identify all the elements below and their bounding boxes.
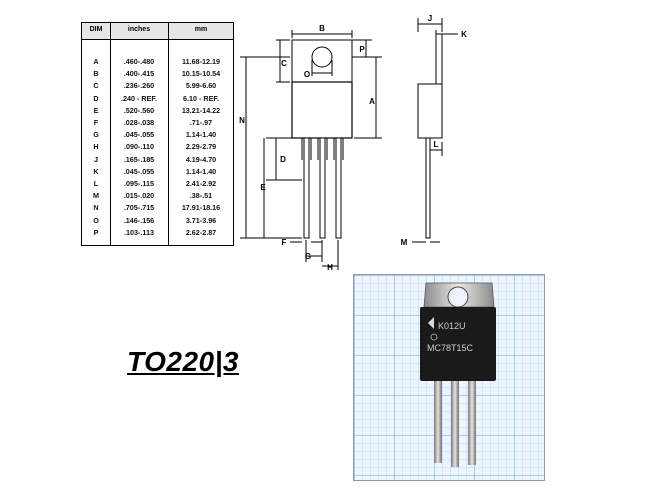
lead-3 [335,137,342,239]
table-cell-inches: .236-.260 [123,81,155,91]
component-photo: K012U MC78T15C [353,274,545,481]
package-drawing: B P C O A N D E F G H J K L M [239,14,467,270]
table-cell-dim: C [93,81,99,91]
photo-illustration: K012U MC78T15C [354,275,544,480]
table-cell-dim: L [93,179,99,188]
table-cell-dim: G [93,130,99,140]
table-cell-inches: .400-.415 [123,69,155,79]
label-e: E [260,183,266,192]
table-divider [110,23,111,245]
label-k: K [461,30,467,39]
label-b: B [319,24,325,33]
table-cell-dim: D [93,93,99,103]
table-cell-mm: 1.14-1.40 [185,166,217,176]
table-cell-dim: B [93,69,99,79]
table-cell-dim: P [93,227,99,237]
label-j: J [428,14,432,23]
photo-body [420,307,496,381]
header-dim: DIM [89,26,103,33]
table-cell-mm: 6.10 - REF. [183,93,219,103]
label-a: A [369,97,375,106]
photo-marking-2: MC78T15C [427,343,474,353]
table-cell-mm: .71-.97 [189,118,213,127]
table-header [82,23,233,40]
header-mm: mm [194,26,208,33]
label-h: H [327,263,333,270]
table-cell-inches: .460-.480 [123,57,155,66]
lead-2 [319,137,326,239]
table-cell-dim: O [93,215,99,225]
side-view-body [417,83,443,139]
table-cell-mm: 13.21-14.22 [181,105,221,115]
table-cell-mm: 5.99-6.60 [185,81,217,91]
table-cell-mm: 3.71-3.96 [185,215,217,225]
table-cell-mm: 11.68-12.19 [182,57,220,66]
table-cell-dim: E [93,105,99,115]
table-cell-inches: .045-.055 [123,166,155,176]
package-body [291,81,353,139]
table-cell-dim: J [94,154,98,164]
table-cell-inches: .103-.113 [124,227,154,237]
header-inches: inches [127,26,151,33]
side-view-tab [435,33,443,87]
mounting-hole [311,46,333,68]
table-cell-inches: .095-.115 [124,179,154,188]
brand-logo-icon [428,317,434,329]
table-cell-dim: M [93,191,99,201]
table-cell-inches: .045-.055 [123,130,155,140]
table-cell-dim: A [93,57,99,66]
table-cell-inches: .165-.185 [123,154,155,164]
table-cell-mm: 1.14-1.40 [185,130,217,140]
photo-lead-2 [451,379,459,467]
table-cell-inches: .240 - REF. [121,93,157,103]
label-c: C [281,59,287,68]
label-g: G [305,252,311,261]
table-cell-dim: H [93,142,99,152]
table-cell-mm: 4.19-4.70 [185,154,217,164]
table-cell-dim: K [93,166,99,176]
label-p: P [359,45,365,54]
table-cell-inches: .705-.715 [123,203,155,213]
label-d: D [280,155,286,164]
table-divider [168,23,169,245]
table-cell-inches: .520-.560 [123,105,155,115]
label-m: M [401,238,408,247]
label-n: N [239,116,245,125]
table-cell-inches: .028-.038 [123,118,155,127]
table-cell-mm: 2.41-2.92 [185,179,217,188]
table-cell-mm: 17.91-18.16 [181,203,221,213]
label-f: F [282,238,287,247]
package-title: TO220|3 [127,346,239,377]
table-cell-inches: .015-.020 [123,191,155,201]
table-cell-mm: 10.15-10.54 [181,69,221,79]
label-l: L [434,140,439,149]
side-view-lead [425,137,431,239]
lead-1 [303,137,310,239]
table-cell-dim: F [93,118,99,127]
photo-marking-1: K012U [438,321,466,331]
table-cell-dim: N [93,203,99,213]
photo-lead-3 [468,379,476,465]
table-cell-inches: .090-.110 [124,142,154,152]
table-cell-inches: .146-.156 [123,215,155,225]
table-cell-mm: .38-.51 [189,191,213,201]
table-cell-mm: 2.29-2.79 [185,142,217,152]
label-o: O [304,70,310,79]
table-cell-mm: 2.62-2.87 [185,227,217,237]
photo-lead-1 [434,379,442,463]
